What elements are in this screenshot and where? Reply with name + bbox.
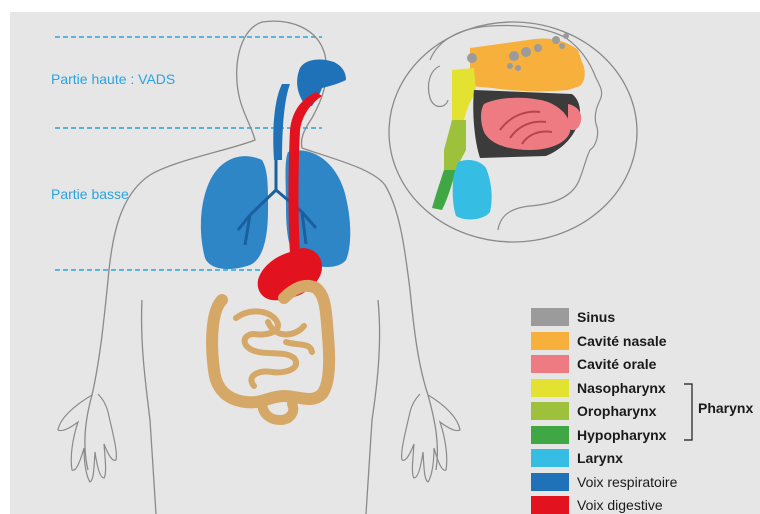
- legend-label: Larynx: [577, 448, 623, 468]
- legend-swatch: [531, 355, 569, 373]
- inset-nasal-cavity: [470, 38, 585, 91]
- legend-item: Nasopharynx: [531, 378, 711, 398]
- legend-item: Voix respiratoire: [531, 472, 711, 492]
- legend-swatch: [531, 426, 569, 444]
- legend-label: Voix digestive: [577, 495, 663, 514]
- legend-item: Cavité orale: [531, 354, 711, 374]
- legend-item: Oropharynx: [531, 401, 711, 421]
- large-intestine: [212, 286, 329, 402]
- legend-swatch: [531, 473, 569, 491]
- small-intestine: [236, 311, 312, 386]
- legend-swatch: [531, 332, 569, 350]
- legend-swatch: [531, 308, 569, 326]
- inset-larynx: [453, 160, 492, 219]
- region-label-lower: Partie basse: [51, 186, 129, 202]
- trachea: [273, 84, 290, 160]
- legend-label: Voix respiratoire: [577, 472, 677, 492]
- legend-label: Oropharynx: [577, 401, 656, 421]
- body-outline: [85, 21, 438, 514]
- legend-item: Hypopharynx: [531, 425, 711, 445]
- legend-item: Voix digestive: [531, 495, 711, 514]
- legend-swatch: [531, 379, 569, 397]
- legend-item: Sinus: [531, 307, 711, 327]
- legend-label: Hypopharynx: [577, 425, 666, 445]
- left-lung: [201, 156, 268, 269]
- legend-swatch: [531, 402, 569, 420]
- legend-label: Cavité orale: [577, 354, 656, 374]
- rectum: [262, 402, 293, 420]
- legend-swatch: [531, 496, 569, 514]
- region-label-upper: Partie haute : VADS: [51, 71, 175, 87]
- legend-item: Cavité nasale: [531, 331, 711, 351]
- legend-swatch: [531, 449, 569, 467]
- legend-label: Cavité nasale: [577, 331, 667, 351]
- legend-item: Larynx: [531, 448, 711, 468]
- legend-label: Nasopharynx: [577, 378, 666, 398]
- pharynx-group-label: Pharynx: [698, 400, 753, 416]
- legend-label: Sinus: [577, 307, 615, 327]
